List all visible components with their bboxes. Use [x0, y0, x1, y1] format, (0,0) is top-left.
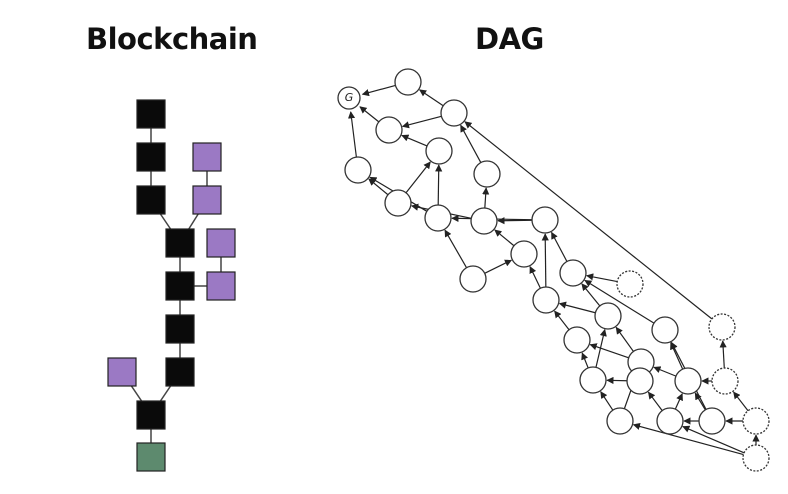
dag-tip-node [708, 313, 736, 341]
dag-edge [494, 229, 515, 247]
dag-edge [674, 393, 683, 410]
dag-node [459, 265, 487, 293]
dag-edge [460, 124, 482, 163]
dag-edge [347, 111, 357, 158]
main-block [165, 228, 195, 258]
dag-edge [694, 392, 706, 411]
dag-edge [653, 366, 677, 377]
dag-tip-node [711, 367, 739, 395]
dag-edge [554, 310, 570, 331]
blockchain-title: Blockchain [86, 22, 258, 56]
genesis-label: G [345, 91, 354, 104]
main-block [165, 314, 195, 344]
dag-edge [595, 328, 607, 368]
dag-node [375, 116, 403, 144]
dag-edge [401, 115, 442, 129]
dag-node [473, 160, 501, 188]
orphan-block [192, 185, 222, 215]
dag-edge [497, 217, 533, 225]
dag-edge [647, 391, 663, 411]
dag-edge [401, 134, 428, 147]
dag-edge [581, 352, 589, 369]
dag-node [440, 99, 468, 127]
main-block [165, 271, 195, 301]
main-block [136, 400, 166, 430]
dag-edge [464, 121, 713, 320]
dag-node [626, 367, 654, 395]
dag-node [594, 302, 622, 330]
genesis-node [337, 86, 361, 110]
dag-node [531, 206, 559, 234]
dag-node [606, 407, 634, 435]
dag-title: DAG [475, 22, 544, 56]
dag-tip-node [742, 407, 770, 435]
latest-block [136, 442, 166, 472]
dag-node [384, 189, 412, 217]
dag-node [579, 366, 607, 394]
dag-tip-node [742, 444, 770, 472]
dag-edge [541, 233, 549, 288]
dag-edge [361, 84, 396, 97]
main-block [136, 142, 166, 172]
dag-node [656, 407, 684, 435]
dag-edge [444, 229, 468, 269]
dag-edge [586, 273, 618, 283]
dag-edge [435, 164, 443, 206]
dag-node [532, 286, 560, 314]
dag-edge [405, 161, 431, 194]
dag-edge [484, 259, 513, 274]
dag-edge [719, 340, 727, 369]
dag-node [424, 204, 452, 232]
orphan-block [206, 228, 236, 258]
dag-edge [551, 231, 568, 262]
dag-edge [600, 391, 614, 411]
dag-edge [615, 326, 634, 352]
dag-edge [589, 343, 629, 359]
dag-edge [529, 265, 541, 289]
dag-node [394, 68, 422, 96]
dag-nodes [337, 68, 770, 472]
main-block [136, 99, 166, 129]
dag-edge [359, 106, 380, 123]
dag-edge [682, 425, 745, 454]
dag-node [698, 407, 726, 435]
dag-node [344, 156, 372, 184]
orphan-block [192, 142, 222, 172]
dag-node [674, 367, 702, 395]
dag-node [470, 207, 498, 235]
dag-edge [419, 89, 444, 107]
dag-edge [581, 283, 601, 307]
dag-edges [347, 84, 760, 456]
dag-edge [670, 342, 684, 370]
dag-node [425, 137, 453, 165]
dag-edge [584, 279, 655, 324]
orphan-block [107, 357, 137, 387]
dag-tip-node [616, 270, 644, 298]
dag-node [510, 240, 538, 268]
dag-edge [482, 187, 490, 209]
dag-edge [368, 178, 389, 196]
blockchain-blocks [107, 99, 236, 472]
orphan-block [206, 271, 236, 301]
dag-node [651, 316, 679, 344]
dag-node [559, 259, 587, 287]
dag-edge [558, 301, 596, 314]
dag-edge [632, 422, 744, 456]
dag-edge [733, 391, 749, 412]
main-block [136, 185, 166, 215]
dag-node [563, 326, 591, 354]
main-block [165, 357, 195, 387]
